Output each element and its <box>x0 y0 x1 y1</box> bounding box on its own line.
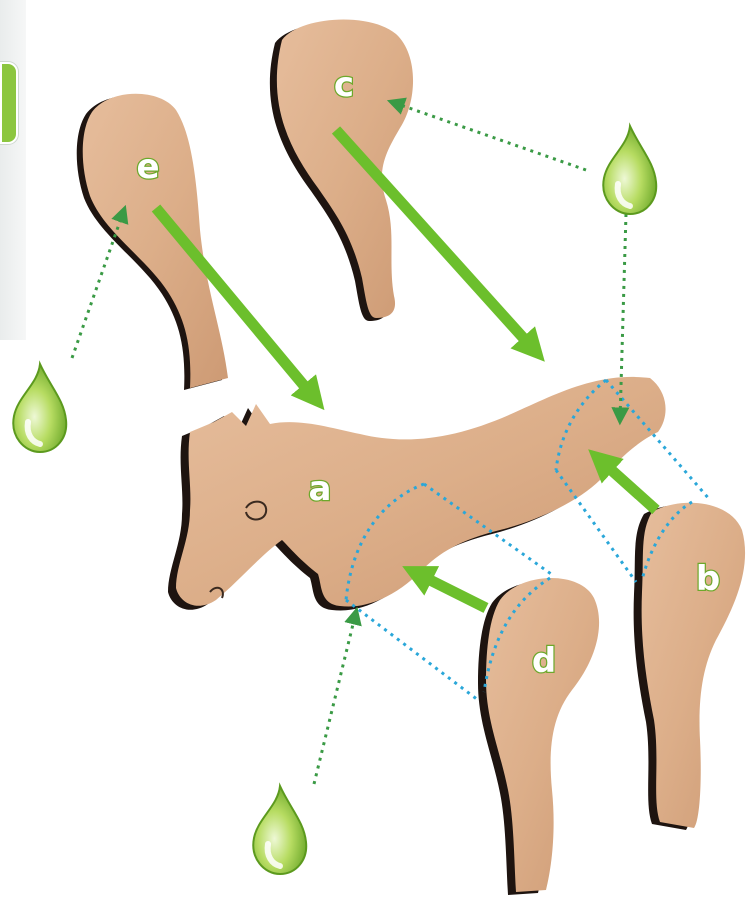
leg-d-piece <box>478 578 599 895</box>
label-d: d <box>532 641 556 681</box>
glue-drop-icon <box>13 364 66 452</box>
label-c: c <box>334 65 354 105</box>
label-b: b <box>696 559 720 599</box>
glue-line-c <box>392 102 586 170</box>
arrow-d-to-a <box>414 572 486 608</box>
glue-drop-icon <box>603 126 656 214</box>
label-e: e <box>136 147 159 187</box>
arrow-b-to-a <box>598 458 656 510</box>
glue-drop-icon <box>253 786 306 874</box>
glue-line-d <box>314 612 356 784</box>
label-a: a <box>309 469 332 509</box>
leg-e-piece <box>77 94 228 390</box>
guide-d-bottom <box>346 600 478 700</box>
